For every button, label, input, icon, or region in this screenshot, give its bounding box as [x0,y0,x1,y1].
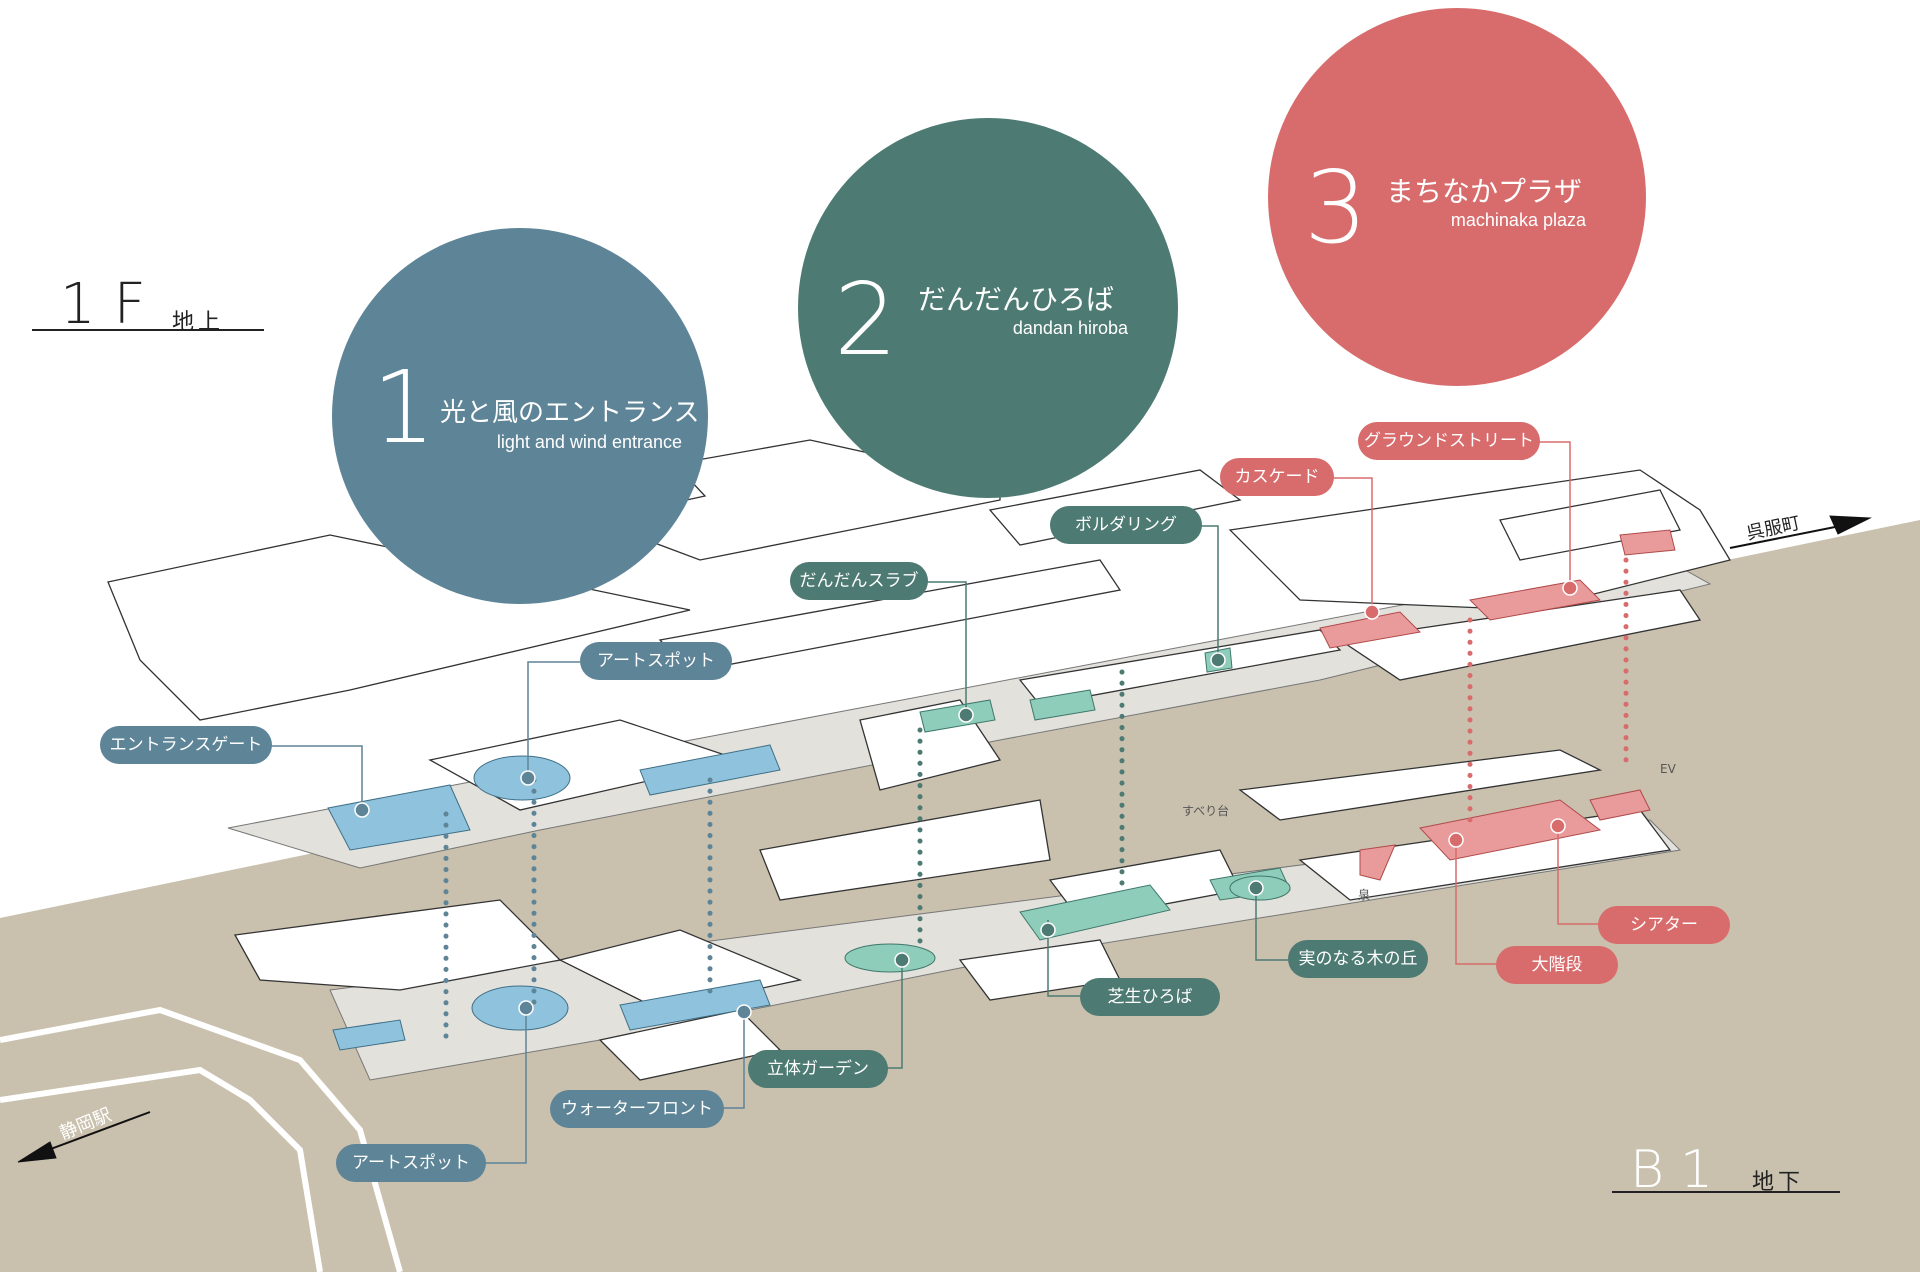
label-art-spot-lower: アートスポット [336,1144,486,1182]
label-waterfront: ウォーターフロント [550,1090,724,1128]
label-rittai-garden: 立体ガーデン [748,1050,888,1088]
lower-floor-name: 地下 [1752,1170,1805,1195]
leader-lines [270,441,1598,1164]
label-cascade: カスケード [1220,458,1334,496]
zone2-circle: 2 だんだんひろば dandan hiroba [798,118,1178,498]
zone1-circle: 1 光と風のエントランス light and wind entrance [332,228,708,604]
label-art-spot-upper: アートスポット [580,642,732,680]
zone3-circle: 3 まちなかプラザ machinaka plaza [1268,8,1646,386]
zone2-title-en: dandan hiroba [1012,318,1128,338]
dotted-connectors [443,557,1629,1043]
upper-floor-name: 地上 [172,310,225,335]
zone3-title-en: machinaka plaza [1450,210,1586,230]
west-arrow [17,1111,151,1163]
fountain-label: 泉 [1358,888,1371,902]
zone3-title-jp: まちなかプラザ [1386,175,1583,208]
slide-label: すべり台 [1182,804,1230,818]
zone1-title-en: light and wind entrance [496,432,682,452]
zone2-number: 2 [834,261,898,378]
zone1-number: 1 [372,349,436,466]
label-theater: シアター [1598,906,1730,944]
label-dandan-slab: だんだんスラブ [790,562,928,600]
zone1-areas [327,744,781,1051]
ground-plane [0,520,1920,1272]
zone2-title-jp: だんだんひろば [918,283,1115,316]
label-bouldering: ボルダリング [1050,506,1202,544]
leader-points [354,580,1578,1020]
ev-label: EV [1660,762,1676,776]
upper-floor-code: 1F [60,272,164,337]
east-arrow [1729,515,1872,549]
label-grand-stairs: 大階段 [1496,946,1618,984]
label-entrance-gate: エントランスゲート [100,726,272,764]
label-fruit-hill: 実のなる木の丘 [1288,940,1428,978]
lower-floor-code: B1 [1630,1140,1730,1200]
zone3-number: 3 [1304,149,1368,266]
label-ground-street: グラウンドストリート [1358,422,1540,460]
label-lawn-plaza: 芝生ひろば [1080,978,1220,1016]
zone1-title-jp: 光と風のエントランス [440,398,700,428]
